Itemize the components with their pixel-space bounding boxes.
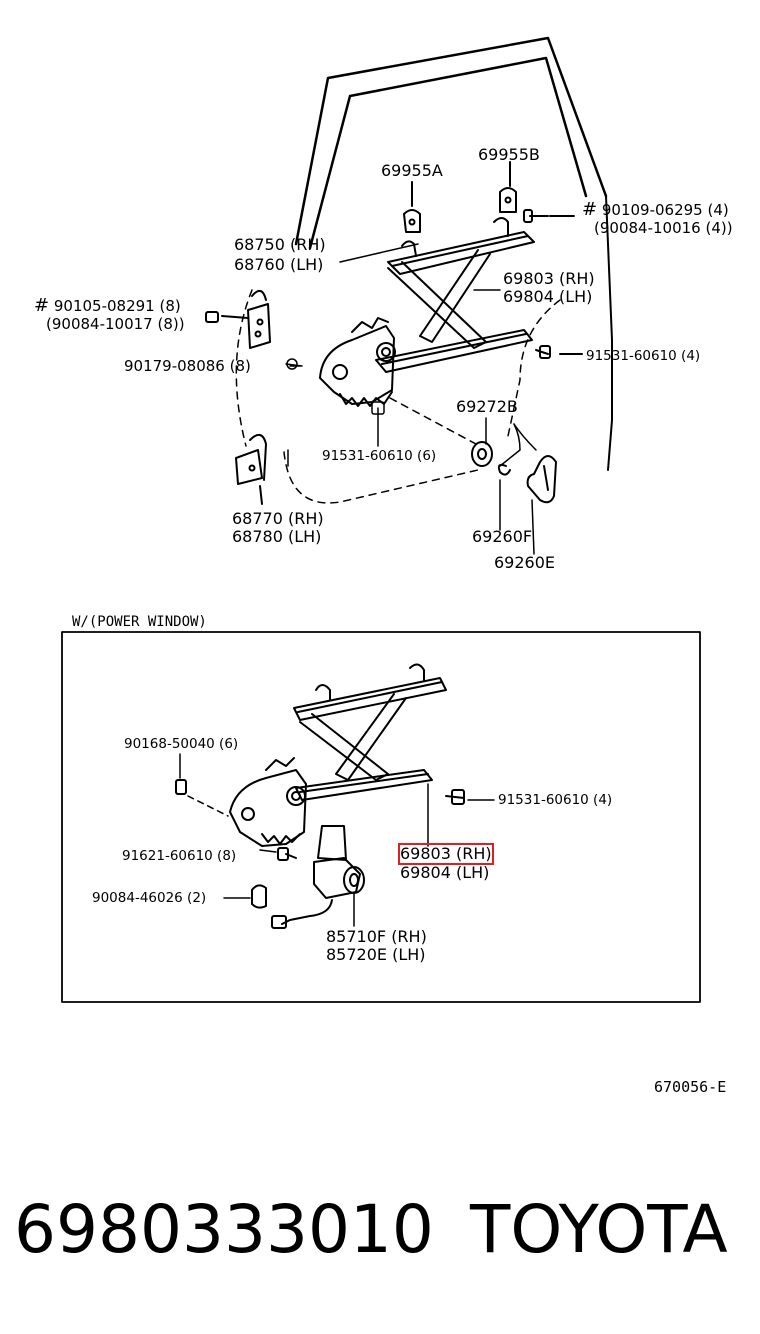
upper-regulator <box>319 209 583 407</box>
hash-mark: # <box>582 199 598 220</box>
label-68770: 68770 (RH) <box>232 509 324 528</box>
label-68760: 68760 (LH) <box>234 255 324 274</box>
bracket-69955a <box>403 181 421 233</box>
diagram-reference-code: 670056-E <box>654 1078 727 1096</box>
label-69955b: 69955B <box>478 145 540 164</box>
label-90179: 90179-08086 (8) <box>124 357 251 375</box>
hinge-lower <box>235 433 267 505</box>
power-window-frame <box>61 631 701 1003</box>
label-90084-10017: (90084-10017 (8)) <box>46 315 185 333</box>
brand-name: TOYOTA <box>470 1191 728 1268</box>
bracket-69955b <box>499 161 517 213</box>
label-85720e: 85720E (LH) <box>326 945 426 964</box>
label-91531-bottom: 91531-60610 (4) <box>498 792 613 808</box>
power-window-title: W/(POWER WINDOW) <box>72 614 207 630</box>
label-85710f: 85710F (RH) <box>326 927 427 946</box>
label-68780: 68780 (LH) <box>232 527 322 546</box>
label-69272b: 69272B <box>456 397 518 416</box>
window-motor <box>223 825 365 929</box>
label-69260e: 69260E <box>494 553 556 572</box>
label-90109: 90109-06295 (4) <box>601 201 729 219</box>
washer-69272b <box>471 441 511 476</box>
part-number: 6980333010 <box>14 1191 434 1268</box>
label-90084-46026: 90084-46026 (2) <box>92 890 207 906</box>
label-90084-10016: (90084-10016 (4)) <box>594 219 733 237</box>
label-69260f: 69260F <box>472 527 533 546</box>
label-69803-bottom-highlighted[interactable]: 69803 (RH) <box>398 843 494 865</box>
label-69804-top: 69804 (LH) <box>503 287 593 306</box>
label-91621: 91621-60610 (8) <box>122 848 237 864</box>
hinge-upper <box>205 289 271 349</box>
label-68750: 68750 (RH) <box>234 235 326 254</box>
handle-69260 <box>526 455 557 504</box>
label-90168: 90168-50040 (6) <box>124 736 239 752</box>
hash-mark: # <box>34 295 50 316</box>
door-glass-frame <box>294 36 613 471</box>
label-91531-top: 91531-60610 (4) <box>586 348 701 364</box>
label-69955a: 69955A <box>381 161 443 180</box>
dashed-lines <box>235 289 561 504</box>
lower-regulator <box>175 663 495 847</box>
label-69804-bottom: 69804 (LH) <box>400 863 490 882</box>
top-leaders <box>285 243 537 555</box>
label-69803-top: 69803 (RH) <box>503 269 595 288</box>
label-91531-6: 91531-60610 (6) <box>322 448 437 464</box>
label-90105: 90105-08291 (8) <box>53 297 181 315</box>
